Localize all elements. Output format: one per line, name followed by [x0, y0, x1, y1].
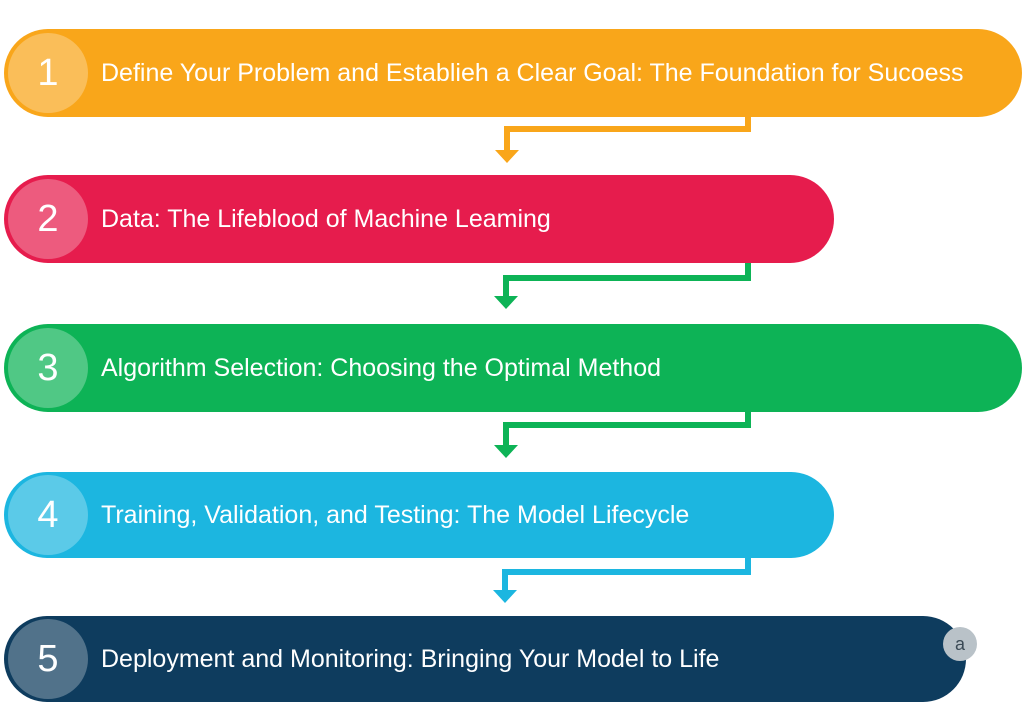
step-5: 5 Deployment and Monitoring: Bringing Yo…	[4, 616, 966, 702]
step-label: Define Your Problem and Establieh a Clea…	[101, 59, 964, 87]
step-number-badge: 3	[8, 328, 88, 408]
step-number-badge: 1	[8, 33, 88, 113]
step-label: Data: The Lifeblood of Machine Leaming	[101, 205, 551, 233]
step-number-badge: 4	[8, 475, 88, 555]
step-4: 4 Training, Validation, and Testing: The…	[4, 472, 834, 558]
watermark-text: a	[954, 633, 965, 654]
step-label: Training, Validation, and Testing: The M…	[101, 501, 690, 529]
watermark-icon: a	[943, 627, 977, 661]
step-1: 1 Define Your Problem and Establieh a Cl…	[4, 29, 1022, 117]
connector-1-2	[495, 117, 751, 163]
step-2: 2 Data: The Lifeblood of Machine Leaming	[4, 175, 834, 263]
step-number-badge: 5	[8, 619, 88, 699]
step-label: Deployment and Monitoring: Bringing Your…	[101, 645, 720, 673]
connector-2-3	[494, 263, 751, 309]
connector-4-5	[493, 558, 751, 603]
connector-3-4	[494, 412, 751, 458]
step-3: 3 Algorithm Selection: Choosing the Opti…	[4, 324, 1022, 412]
step-number-badge: 2	[8, 179, 88, 259]
step-label: Algorithm Selection: Choosing the Optima…	[101, 354, 662, 382]
